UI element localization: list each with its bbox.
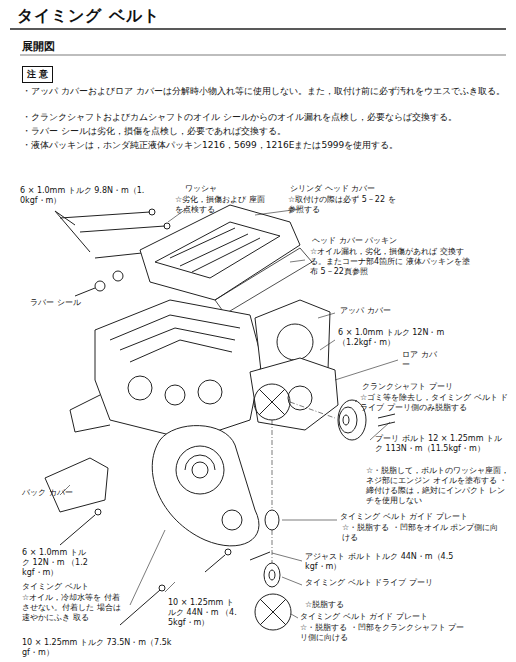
part-note: ☆劣化，損傷および 座面を点検する — [175, 195, 270, 215]
part-name: ヘッド カバー パッキン — [312, 236, 442, 246]
note-text: ・アッパ カバーおよびロア カバーは分解時小物入れ等に使用しない。また，取付け前… — [22, 86, 510, 97]
note-box: 注 意 — [22, 66, 53, 83]
torque-spec: 10 × 1.25mm トルク 73.5N・m（7.5kgf・m） — [22, 638, 172, 658]
part-note: ☆脱脂する — [305, 600, 385, 610]
torque-spec: アジャスト ボルト トルク 44N・m（4.5kgf・m） — [305, 552, 455, 572]
part-note: ☆オイル，冷却水等を 付着させない。付着した 場合は速やかにふき 取る — [22, 593, 122, 623]
part-name: タイミング ベルト ガイド プレート — [300, 612, 450, 622]
torque-spec: 6 × 1.0mm トルク 12N・m （1.2kgf・m） — [22, 548, 92, 578]
part-name: バック カバー — [22, 488, 92, 498]
note-text: ・液体パッキンは，ホンダ純正液体パッキン1216，5699，1216Eまたは59… — [22, 140, 510, 151]
part-note: ☆オイル漏れ，劣化，損傷があれば 交換する。またコーナ部4箇所に 液体パッキンを… — [310, 247, 475, 277]
torque-spec: 6 × 1.0mm トルク 9.8N・m（1.0kgf・m） — [20, 186, 145, 206]
part-name: タイミング ベルト — [22, 582, 112, 592]
note-heading: 注 意 — [27, 69, 48, 79]
torque-spec: プーリ ボルト 12 × 1.25mm トルク 113N・m（11.5kgf・m… — [375, 434, 505, 454]
note-text: ・クランクシャフトおよびカムシャフトのオイル シールからのオイル漏れを点検し，必… — [22, 112, 510, 123]
part-name: クランクシャフト プーリ — [362, 382, 492, 392]
note-text: ・ラバー シールは劣化，損傷を点検し，必要であれば交換する。 — [22, 126, 510, 137]
page-title: タイミング ベルト — [17, 6, 160, 27]
part-name: アッパ カバー — [340, 306, 420, 316]
part-name: ワッシャ — [185, 184, 255, 194]
part-name: タイミング ベルト ドライブ プーリ — [305, 578, 455, 588]
part-note: ☆取付けの際は必ず 5－22 を参照する — [288, 195, 403, 215]
section-heading: 展開図 — [22, 40, 82, 54]
torque-spec: 6 × 1.0mm トルク 12N・m（1.2kgf・m） — [338, 328, 448, 348]
part-name: シリンダ ヘッド カバー — [290, 184, 420, 194]
part-note: ☆・脱脂する ・凹部をクランクシャフト プーリ側に向ける — [300, 623, 470, 643]
part-name: ラバー シール — [30, 298, 100, 308]
part-name: ロア カバー — [402, 350, 442, 370]
part-note: ☆・脱脂して，ボルトのワッシャ座面，ネジ部にエンジン オイルを塗布する ・締付け… — [366, 466, 512, 506]
part-note: ☆ゴミ等を除去し，タイミング ベルト ドライブ プーリ側のみ脱脂する — [360, 393, 510, 413]
part-note: ☆・脱脂する ・凹部をオイル ポンプ側に向ける — [342, 523, 502, 543]
torque-spec: 10 × 1.25mm トルク 44N・m （4.5kgf・m） — [168, 598, 240, 628]
part-name: タイミング ベルト ガイド プレート — [340, 512, 490, 522]
